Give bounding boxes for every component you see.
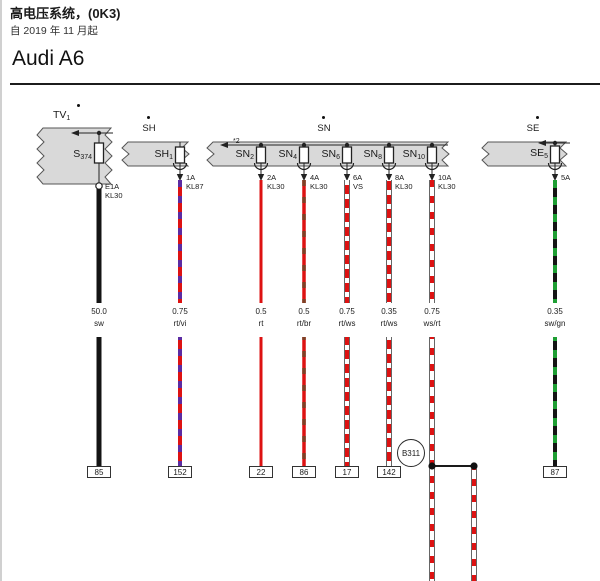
pin-id: 6A [353,173,363,182]
band-sh [121,141,190,167]
terminal-box-sn8: 142 [377,466,401,478]
pin-id: E1A [105,182,120,191]
wire-gauge: 0.75 [424,307,440,316]
fuse-sn4-icon [298,146,310,164]
pin-label-sh1: 1A KL87 [186,173,204,191]
wire-color-code: sw [94,318,104,328]
terminal-box-sh1: 152 [168,466,192,478]
terminal-box-se5: 87 [543,466,567,478]
pin-id: 8A [395,173,405,182]
component-label-sn8: SN8 [363,148,383,161]
junction-dot [428,462,436,470]
wire-gauge: 0.75 [172,307,188,316]
wire-color-code: rt/vi [173,318,187,328]
connector-symbols [172,162,563,181]
component-label-sn10: SN10 [402,148,425,161]
band-label-se: SE [526,123,540,134]
band-label-sh: SH [142,123,156,134]
wire-color-code: ws/rt [423,318,441,328]
component-label-sh1: SH1 [154,148,174,161]
terminal-point-e1a [95,182,103,190]
wire-label-sw: 50.0 sw [91,306,107,329]
arrow-left-icon [538,140,546,146]
wire-label-rtws8: 0.35 rt/ws [381,306,398,329]
component-label-s374: S374 [73,148,92,161]
component-label-tv1: TV1 [53,109,71,122]
component-label-sn6: SN6 [321,148,341,161]
wire-color-code: sw/gn [544,318,566,328]
connection-label-b311: B311 [397,439,425,467]
circuit-id: KL30 [105,190,123,200]
page-subtitle: 自 2019 年 11 月起 [10,25,98,37]
ref-asterisk-se [536,116,539,119]
note-label-sn2: *2 [233,138,240,145]
fuse-sh1-icon [174,146,186,164]
terminal-box-sn4: 86 [292,466,316,478]
wire-gauge: 50.0 [91,307,107,316]
terminal-box-tv1: 85 [87,466,111,478]
terminal-box-sn2: 22 [249,466,273,478]
circuit-id: VS [353,181,364,191]
arrow-left-icon [220,142,228,148]
wire-label-rtws6: 0.75 rt/ws [339,306,356,329]
circuit-id: KL30 [395,181,413,191]
wire-color-code: rt/ws [380,318,398,328]
ref-asterisk-tv1 [77,104,80,107]
circuit-id: KL30 [267,181,285,191]
component-label-sn4: SN4 [278,148,298,161]
pin-id: 5A [561,173,571,182]
pin-id: 4A [310,173,320,182]
wire-color-code: rt [258,318,264,328]
circuit-id: KL87 [186,181,204,191]
pin-label-sn6: 6A VS [353,173,364,191]
fuse-sn2-icon [255,146,267,164]
band-label-sn: SN [317,123,331,134]
wire-label-rt: 0.5 rt [255,306,266,329]
wire-gauge: 0.75 [339,307,355,316]
fuse-sn10-icon [426,146,438,164]
wire-gauge: 0.35 [381,307,397,316]
wire-label-swgn: 0.35 sw/gn [545,306,566,329]
model-name: Audi A6 [12,47,85,70]
fuse-s374-icon [93,142,105,164]
wire-color-code: rt/ws [338,318,356,328]
pin-label-se5: 5A [561,173,571,183]
wire-label-wsrt: 0.75 ws/rt [424,306,441,329]
ref-asterisk-sn [322,116,325,119]
ref-asterisk-sh [147,116,150,119]
terminal-box-sn6: 17 [335,466,359,478]
junction-b311 [428,462,478,470]
wire-gauge: 0.5 [255,307,267,316]
pin-label-sn10: 10A KL30 [438,173,456,191]
pin-label-sn4: 4A KL30 [310,173,328,191]
pin-id: 10A [438,173,452,182]
component-label-sn2: SN2 [235,148,255,161]
band-se [481,140,570,167]
pin-id: 2A [267,173,277,182]
circuit-id: KL30 [438,181,456,191]
wire-gauge: 0.35 [547,307,563,316]
arrow-left-icon [71,130,79,136]
junction-dot [470,462,478,470]
fuse-se5-icon [549,145,561,164]
wire-label-rtvi: 0.75 rt/vi [172,306,188,329]
component-label-se5: SE5 [530,147,548,160]
pin-id: 1A [186,173,196,182]
page-title: 高电压系统，(0K3) [10,6,121,21]
circuit-id: KL30 [310,181,328,191]
wire-gauge: 0.5 [298,307,310,316]
component-box-tv1 [36,127,113,190]
wire-color-code: rt/br [296,318,312,328]
fuse-sn8-icon [383,146,395,164]
header-divider [10,83,600,85]
pin-label-e1a: E1A KL30 [105,182,123,200]
pin-label-sn8: 8A KL30 [395,173,413,191]
band-sn [206,141,450,167]
pin-label-sn2: 2A KL30 [267,173,285,191]
fuse-sn6-icon [341,146,353,164]
wire-label-rtbr: 0.5 rt/br [297,306,311,329]
